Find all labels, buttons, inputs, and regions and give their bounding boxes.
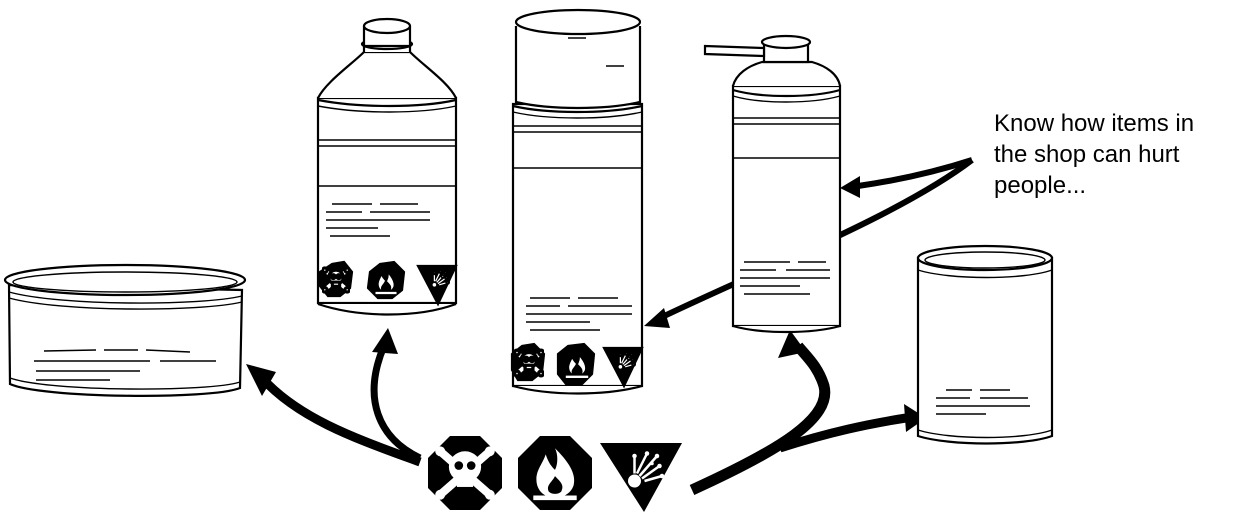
tub-can — [5, 265, 245, 396]
bottom-hazard-symbols — [428, 436, 682, 512]
arrow-caption-to-spray-can-head — [840, 176, 860, 198]
arrow-to-tub-can — [262, 378, 420, 462]
center-spray-hazard-symbols — [512, 344, 642, 386]
caption-line-2: the shop can hurt — [994, 139, 1244, 170]
arrow-to-spray-can — [692, 346, 825, 490]
arrow-to-cone-aerosol-head — [372, 328, 398, 354]
cone-aerosol-can — [318, 19, 456, 315]
arrow-to-cone-aerosol — [374, 346, 420, 458]
caption-line-3: people... — [994, 170, 1244, 201]
caption-line-1: Know how items in — [994, 108, 1244, 139]
hazard-caption: Know how items in the shop can hurt peop… — [994, 108, 1244, 201]
center-spray-can — [512, 10, 642, 394]
small-can — [918, 246, 1052, 444]
arrow-caption-to-labels-head — [644, 308, 670, 328]
explosive-sign — [600, 443, 682, 512]
